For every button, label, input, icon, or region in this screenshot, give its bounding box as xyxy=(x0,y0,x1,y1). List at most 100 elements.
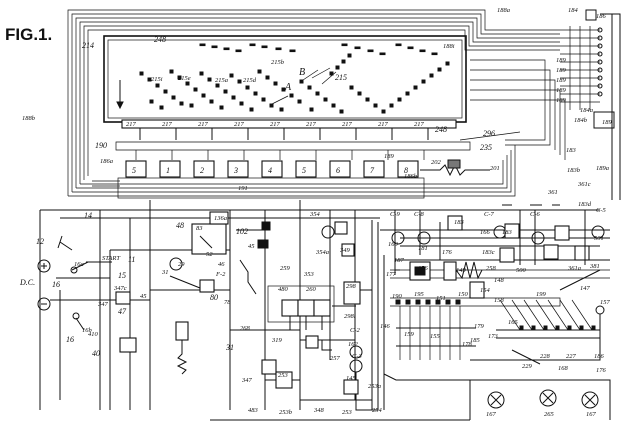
key-number: 8 xyxy=(404,166,408,175)
ref-label: 248 xyxy=(435,125,447,134)
reference-labels: 188a 184 186 248 214 215b 188i 215i 215e… xyxy=(19,7,613,418)
ref-label: 354a xyxy=(315,249,329,256)
key-number: 5 xyxy=(132,166,136,175)
ref-label: C-6 xyxy=(530,211,541,218)
ref-label: 178 xyxy=(462,341,473,348)
ref-label: 16a xyxy=(74,261,84,268)
ref-label: 254 xyxy=(372,407,383,414)
ref-label: C-5 xyxy=(596,207,607,214)
ref-label: 191 xyxy=(238,185,248,192)
ref-label: 253 xyxy=(278,372,289,379)
ref-label: 16 xyxy=(66,335,74,344)
stepper-magnet-group xyxy=(261,221,361,389)
ref-label: 166 xyxy=(480,229,491,236)
ref-label: 186a xyxy=(100,158,113,165)
ref-label: 190 xyxy=(95,141,107,150)
column-label: 217 xyxy=(306,121,317,128)
ref-label: 183 xyxy=(502,229,513,236)
ref-label: 257 xyxy=(330,355,341,362)
ref-label: 185 xyxy=(470,337,481,344)
ref-label: 156 xyxy=(418,265,429,272)
ref-label: 265 xyxy=(544,411,555,418)
ref-label: 229 xyxy=(522,363,533,370)
ref-label: 215i xyxy=(151,76,163,83)
ref-label: 187 xyxy=(394,257,405,264)
column-label: 217 xyxy=(270,121,281,128)
ref-label: 347 xyxy=(241,377,253,384)
column-label: 217 xyxy=(162,121,173,128)
ref-label: 214 xyxy=(82,41,94,50)
ref-label: 162 xyxy=(348,341,359,348)
key-number: 4 xyxy=(268,166,272,175)
ref-label: 189 xyxy=(556,87,567,94)
right-stack-labels: 189 189 189 189 189 xyxy=(556,57,567,104)
ref-label: D.C. xyxy=(19,278,35,287)
power-source-and-start xyxy=(37,235,189,400)
ref-label: 186 xyxy=(594,353,605,360)
column-label: 217 xyxy=(126,121,137,128)
ref-label: 189a xyxy=(596,165,609,172)
ref-label: 186b xyxy=(404,173,418,180)
ref-label: 361c xyxy=(577,181,591,188)
ref-label: 149 xyxy=(456,267,467,274)
ref-label: 215a xyxy=(215,77,228,84)
ref-label: C-9 xyxy=(390,211,401,218)
ref-label: 14 xyxy=(84,211,92,220)
ref-label: 159 xyxy=(404,331,415,338)
ref-label: A xyxy=(284,82,292,93)
ref-label: 83 xyxy=(196,225,203,232)
ref-label: 31 xyxy=(161,269,169,276)
brush-column-labels: 217 217 217 217 217 217 217 217 217 xyxy=(126,121,425,128)
ref-label: 11 xyxy=(128,255,135,264)
ref-label: 347c xyxy=(113,285,127,292)
ballot-key-row xyxy=(92,159,490,199)
indicator-lamps xyxy=(487,389,599,409)
ref-label: 179 xyxy=(474,323,485,330)
ref-label: 173 xyxy=(488,333,499,340)
counter-register-bank xyxy=(390,261,605,365)
ref-label: 177 xyxy=(386,271,397,278)
ref-label: 145 xyxy=(346,375,357,382)
ref-label: 296 xyxy=(483,129,495,138)
ref-label: 165 xyxy=(508,319,519,326)
column-label: 217 xyxy=(414,121,425,128)
ref-label: 155 xyxy=(430,333,441,340)
ref-label: 186 xyxy=(596,13,607,20)
ref-label: 189 xyxy=(556,67,567,74)
ref-label: 136a xyxy=(214,215,227,222)
ref-label: 52 xyxy=(206,251,213,258)
ref-label: 16 xyxy=(52,280,60,289)
ref-label: 268 xyxy=(240,325,251,332)
ref-label: 183 xyxy=(566,147,577,154)
ref-label: 500 xyxy=(516,267,527,274)
ballot-key-numbers: 5 1 2 3 4 5 6 7 8 xyxy=(132,166,408,175)
ref-label: 215 xyxy=(335,73,347,82)
control-relay-contacts xyxy=(380,204,610,279)
column-label: 217 xyxy=(342,121,353,128)
central-relay-cluster xyxy=(169,200,335,295)
ref-label: 201 xyxy=(490,165,500,172)
ref-label: 150 xyxy=(458,291,469,298)
ref-label: 215d xyxy=(243,77,257,84)
ref-label: 148 xyxy=(494,277,505,284)
ref-label: 189 xyxy=(384,153,395,160)
ref-label: 189 xyxy=(556,57,567,64)
ref-label: 361 xyxy=(547,189,558,196)
ref-label: 16b xyxy=(82,327,93,334)
key-number: 3 xyxy=(233,166,238,175)
ref-label: 183b xyxy=(567,167,581,174)
ref-label: 80 xyxy=(210,293,218,302)
ref-label: 260 xyxy=(306,286,317,293)
ref-label: 147 xyxy=(580,285,591,292)
ref-label: 184b xyxy=(574,117,588,124)
ref-label: 158 xyxy=(494,297,505,304)
key-number: 2 xyxy=(200,166,204,175)
ref-label: 45 xyxy=(140,293,147,300)
ref-label: 298 xyxy=(346,283,357,290)
ref-label: 253 xyxy=(342,409,353,416)
ref-label: 228 xyxy=(540,353,551,360)
ref-label: 47 xyxy=(118,307,127,316)
ref-label: 184a xyxy=(580,107,593,114)
ref-label: 40 xyxy=(92,349,100,358)
ref-label: 167 xyxy=(486,411,497,418)
